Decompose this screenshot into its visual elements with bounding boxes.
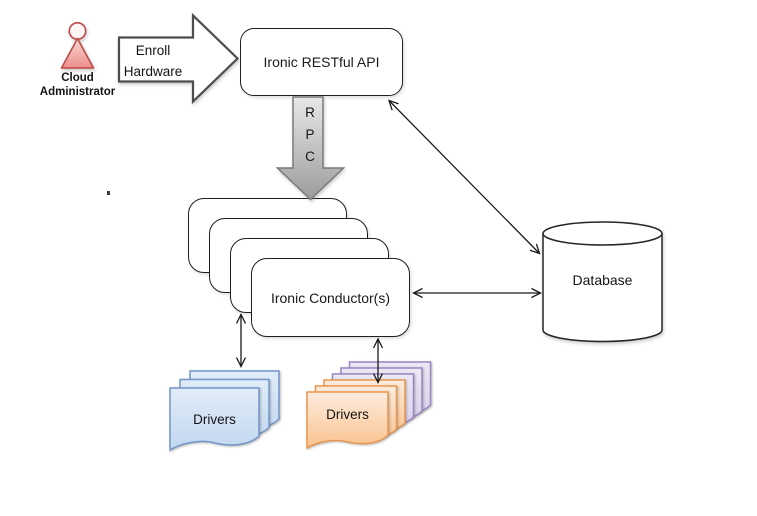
drivers-orange-label: Drivers	[326, 407, 369, 422]
conductor-box-label: Ironic Conductor(s)	[270, 289, 391, 306]
api-box-label: Ironic RESTful API	[263, 54, 380, 70]
api-box: Ironic RESTful API	[240, 28, 403, 96]
drivers-blue-label: Drivers	[193, 412, 236, 427]
enroll-hardware-label: Enroll Hardware	[123, 43, 183, 79]
database-label: Database	[572, 272, 633, 288]
conductor-box: Ironic Conductor(s)	[251, 258, 410, 337]
connector-api-database	[387, 99, 541, 255]
cloud-admin-icon	[60, 21, 95, 69]
cloud-admin-label: Cloud Administrator	[39, 72, 116, 98]
stray-dot	[107, 191, 110, 195]
rpc-label: R P C	[305, 105, 315, 164]
